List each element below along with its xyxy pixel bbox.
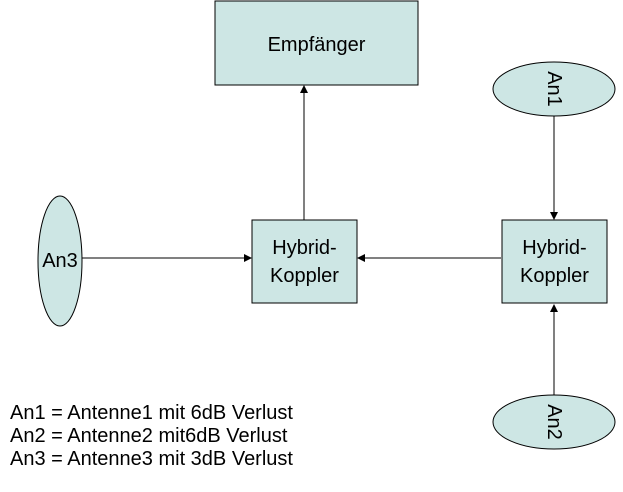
legend: An1 = Antenne1 mit 6dB Verlust An2 = Ant… [10, 402, 293, 471]
legend-an2: An2 = Antenne2 mit6dB Verlust [10, 425, 288, 447]
legend-an1: An1 = Antenne1 mit 6dB Verlust [10, 402, 293, 424]
antenna-an1: An1 [492, 61, 616, 117]
coupler-right-label-line1: Hybrid- [522, 237, 586, 259]
an2-label: An2 [543, 404, 565, 440]
hybrid-coupler-left: Hybrid- Koppler [251, 219, 358, 304]
coupler-right-label-line2: Koppler [520, 265, 589, 287]
an3-label: An3 [42, 250, 78, 272]
antenna-an3: An3 [37, 195, 83, 327]
antenna-an2: An2 [492, 394, 616, 450]
coupler-left-label-line1: Hybrid- [272, 237, 336, 259]
receiver-label: Empfänger [268, 34, 366, 56]
coupler-left-label-line2: Koppler [270, 265, 339, 287]
an1-label: An1 [543, 71, 565, 107]
legend-an3: An3 = Antenne3 mit 3dB Verlust [10, 448, 293, 470]
hybrid-coupler-right: Hybrid- Koppler [501, 219, 608, 304]
receiver-node: Empfänger [214, 0, 419, 86]
